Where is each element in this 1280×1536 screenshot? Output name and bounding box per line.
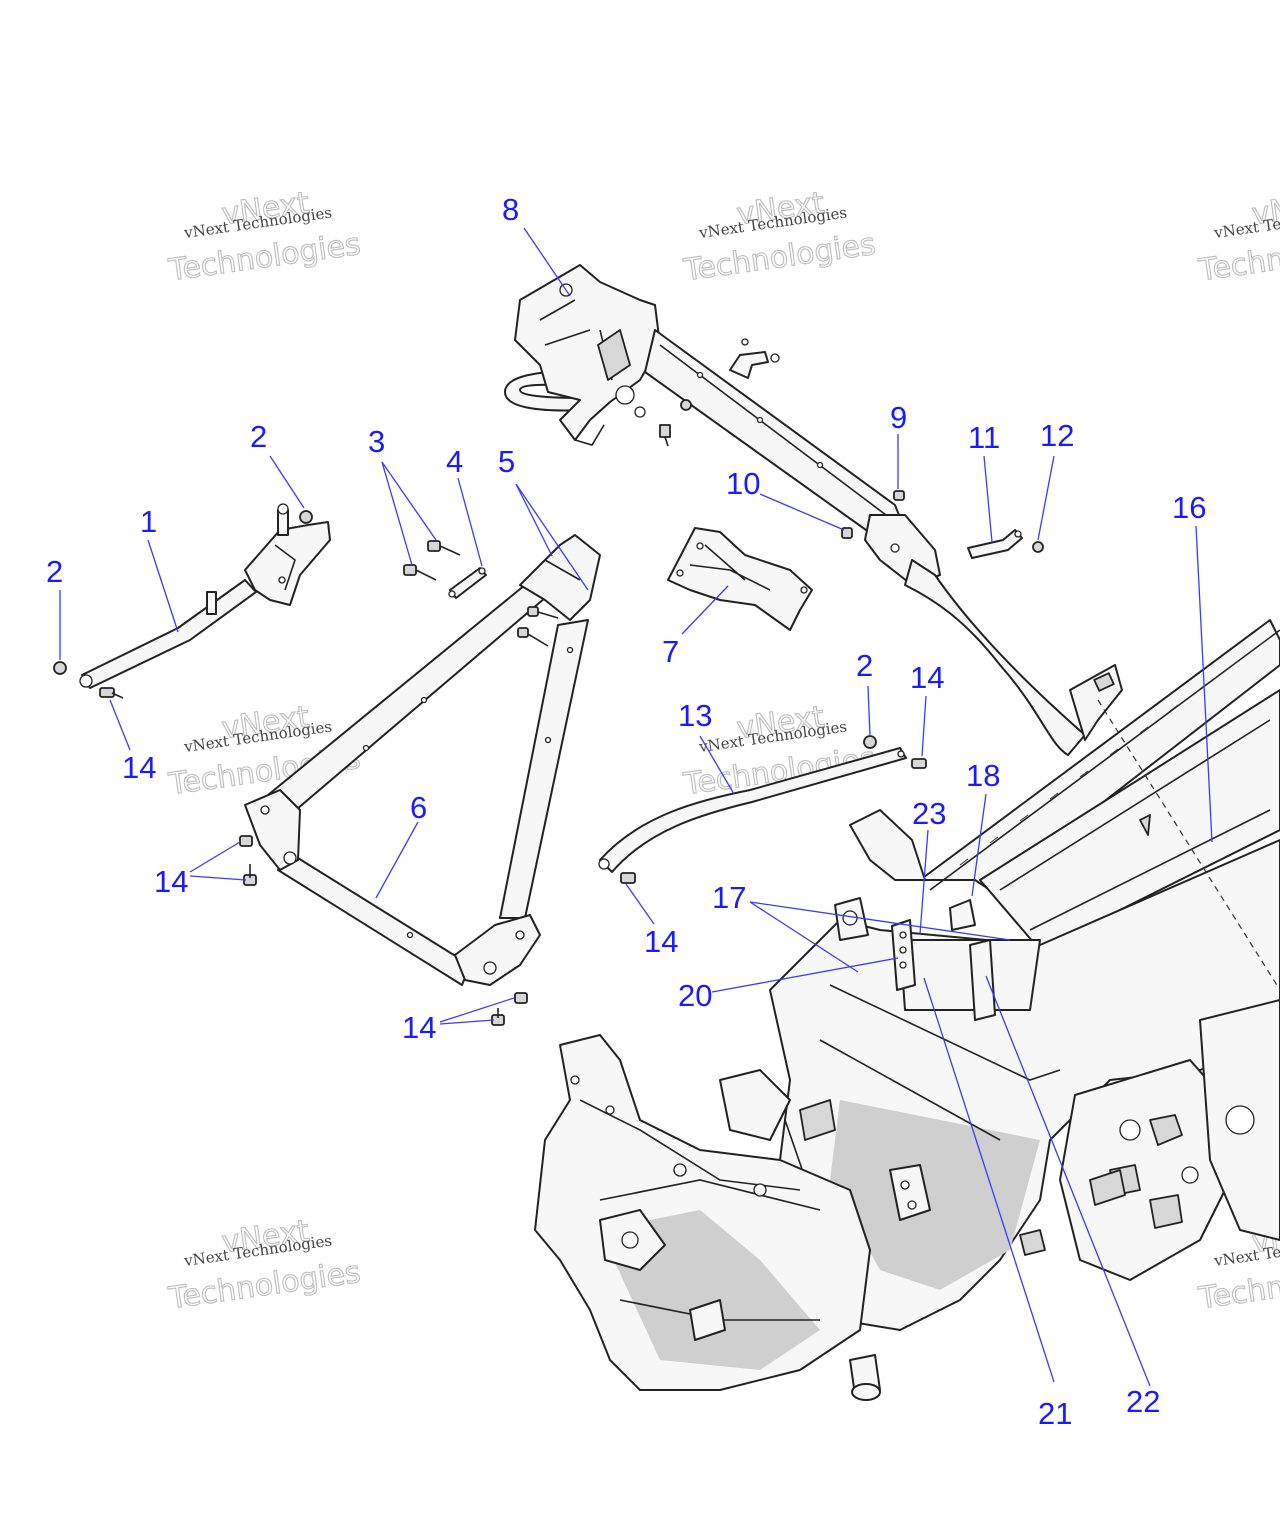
part-14-bolts-a-frame <box>239 606 559 1026</box>
main-chassis <box>769 619 1280 1331</box>
callout-2: 2 <box>856 648 873 683</box>
callout-23: 23 <box>912 796 946 831</box>
callout-17: 17 <box>712 880 746 915</box>
callout-labels: 8 2 1 2 3 4 5 9 10 11 12 16 7 2 14 13 14… <box>46 192 1206 1431</box>
watermark-top-right: vNext vNext Technologies Technologies <box>1195 185 1280 289</box>
callout-6: 6 <box>410 790 427 825</box>
part-2-nut-top <box>299 510 313 524</box>
front-frame <box>534 1034 881 1401</box>
part-11-bracket <box>967 529 1023 559</box>
callout-8: 8 <box>502 192 519 227</box>
callout-1: 1 <box>140 504 157 539</box>
callout-14: 14 <box>402 1010 436 1045</box>
part-14-bolts-rod <box>620 758 927 884</box>
callout-4: 4 <box>446 444 463 479</box>
callout-14: 14 <box>154 864 188 899</box>
watermark-bottom-left: vNext vNext Technologies Technologies <box>165 1213 363 1317</box>
watermark-top-left: vNext vNext Technologies Technologies <box>165 185 363 289</box>
callout-5: 5 <box>498 444 515 479</box>
part-8-upper-support <box>504 264 1123 756</box>
callout-22: 22 <box>1126 1384 1160 1419</box>
part-1-rod <box>79 503 331 689</box>
part-4-link <box>448 567 487 599</box>
reference-line-dashed <box>1097 699 1280 991</box>
part-13-rod <box>598 747 907 873</box>
callout-20: 20 <box>678 978 712 1013</box>
callout-18: 18 <box>966 758 1000 793</box>
callout-7: 7 <box>662 634 679 669</box>
callout-14: 14 <box>910 660 944 695</box>
part-14-bolt-left <box>99 687 124 699</box>
part-3-bolts <box>403 540 461 581</box>
watermark-top-center: vNext vNext Technologies Technologies <box>680 185 878 289</box>
callout-10: 10 <box>726 466 760 501</box>
callout-13: 13 <box>678 698 712 733</box>
callout-11: 11 <box>968 420 1000 455</box>
part-9-nut <box>893 490 905 501</box>
callout-16: 16 <box>1172 490 1206 525</box>
callout-2: 2 <box>46 554 63 589</box>
callout-14: 14 <box>644 924 678 959</box>
callout-3: 3 <box>368 424 385 459</box>
callout-21: 21 <box>1038 1396 1072 1431</box>
part-12-nut <box>1032 541 1044 553</box>
callout-14: 14 <box>122 750 156 785</box>
callout-2: 2 <box>250 419 267 454</box>
callout-12: 12 <box>1040 418 1074 453</box>
leader-lines <box>59 227 1213 1387</box>
part-2-nut-left <box>53 661 67 675</box>
callout-9: 9 <box>890 400 907 435</box>
part-2-nut-mid <box>863 735 877 749</box>
part-10-bolt <box>841 527 853 539</box>
part-7-plate <box>667 527 813 631</box>
part-6-a-frame <box>244 534 601 986</box>
